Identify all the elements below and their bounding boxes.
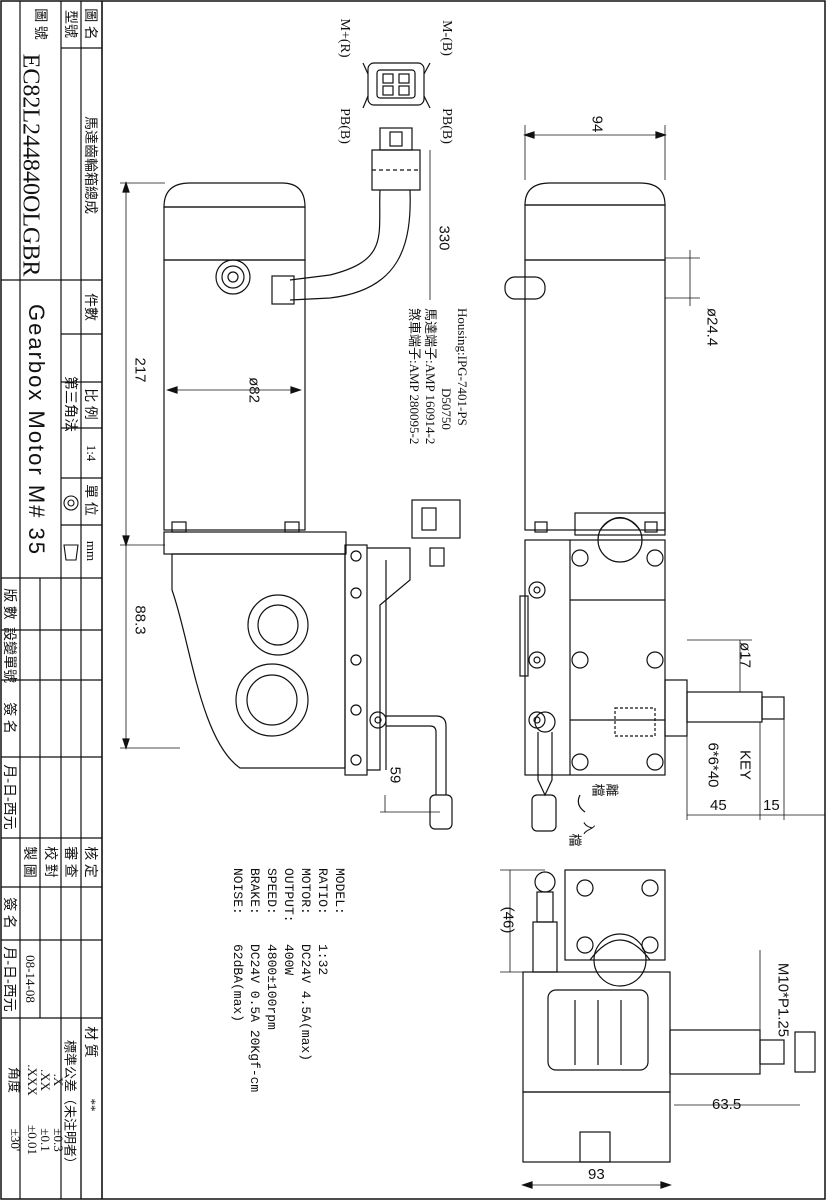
approval-sign-header: 簽 名 — [1, 897, 16, 929]
tolerance-key-3: .XXX — [25, 1064, 40, 1096]
dim-46: (46) — [499, 906, 517, 934]
spec-row: MODEL: — [332, 868, 347, 915]
dim-shaft-length: 45 — [710, 797, 727, 814]
dim-93: 93 — [588, 1166, 605, 1183]
spec-row: RATIO:1:32 — [315, 868, 330, 976]
approval-label-1: 核 定 — [82, 846, 97, 878]
approval-label-2: 審 查 — [62, 846, 77, 878]
spec-row: NOISE:62dBA(max) — [230, 868, 245, 1023]
tolerance-value-3: ±0.01 — [25, 1125, 40, 1155]
scale-label: 比 例 — [82, 388, 97, 420]
drawing-value: Gearbox Motor M# 35 — [24, 304, 49, 556]
dim-shaft-dia: ø17 — [736, 642, 754, 668]
side-view-drawing — [120, 181, 461, 830]
end-view-drawing — [504, 125, 825, 832]
lever-label-4: 檔 — [567, 833, 583, 847]
model-label: 型號 — [62, 10, 77, 38]
revision-header-4: 月-日-西元 — [1, 764, 16, 830]
revision-header-3: 簽 名 — [1, 702, 16, 734]
dim-motor-length: 217 — [131, 357, 149, 383]
dim-width-top: 94 — [588, 115, 606, 133]
note-line: Housing:IPG-7401-PS — [455, 308, 470, 426]
revision-header-2: 設變單號 — [1, 627, 16, 683]
approval-date: 08-14-08 — [23, 955, 38, 1003]
spec-row: SPEED:4800±100rpm — [264, 868, 279, 1030]
model-value: EC82L244840OLGBR — [17, 53, 44, 277]
spec-row: MOTOR:DC24V 4.5A(max) — [298, 868, 313, 1062]
dim-handle: 59 — [386, 766, 404, 784]
dim-thread: M10*P1.25 — [774, 962, 792, 1038]
spec-table: MODEL: RATIO:1:32 MOTOR:DC24V 4.5A(max) … — [229, 868, 348, 1092]
approval-label-3: 校 對 — [42, 846, 57, 878]
unit-label: 單 位 — [82, 484, 97, 516]
bottom-view-drawing — [500, 869, 816, 1189]
name-value: 馬達齒輪箱總成 — [82, 116, 97, 214]
connector-notes: Housing:IPG-7401-PS D50750 馬達端子:AMP 1609… — [406, 308, 470, 444]
dim-motor-dia: ø82 — [245, 377, 263, 403]
pin-label-m-minus: M-(B) — [439, 20, 454, 56]
pin-label-pb-1: PB(B) — [439, 108, 454, 144]
unit-value: mm — [84, 540, 99, 562]
drawing-label: 圖 號 — [32, 8, 47, 40]
pin-label-pb-2: PB(B) — [337, 108, 352, 144]
name-label: 圖 名 — [82, 8, 97, 40]
sheets-label: 件數 — [82, 293, 97, 321]
dim-shaft-tip: 15 — [763, 797, 780, 814]
dim-63: 63.5 — [712, 1096, 742, 1113]
dim-key-label: KEY — [736, 749, 754, 781]
approval-date-header: 月-日-西元 — [1, 946, 16, 1012]
spec-row: BRAKE:DC24V 0.5A 20Kgf-cm — [247, 868, 262, 1093]
pin-label-m-plus: M+(R) — [337, 18, 352, 58]
note-line: D50750 — [439, 388, 454, 430]
lever-label-2: 檔 — [590, 783, 606, 797]
projection-label: 第三角法 — [62, 376, 77, 432]
dim-key-size: 6*6*40 — [704, 742, 722, 788]
tolerance-value-4: ±30' — [8, 1128, 23, 1152]
approval-label-4: 製 圖 — [21, 846, 36, 878]
spec-row: OUTPUT:400W — [281, 868, 296, 976]
scale-value: 1:4 — [84, 444, 99, 462]
material-label: 材 質 — [82, 1026, 97, 1058]
projection-symbol — [63, 495, 79, 561]
dim-small-dia: ø24.4 — [703, 307, 721, 347]
dim-cable-length: 330 — [435, 225, 453, 251]
note-line: 煞車端子:AMP 280095-2 — [407, 308, 422, 445]
connector-drawing — [271, 62, 431, 305]
note-line: 馬達端子:AMP 160914-2 — [423, 308, 438, 445]
dim-gear-height: 88.3 — [131, 605, 149, 635]
tolerance-key-4: 角度 — [6, 1066, 22, 1094]
revision-header-1: 版 數 — [1, 588, 16, 620]
material-value: ** — [84, 1098, 99, 1112]
